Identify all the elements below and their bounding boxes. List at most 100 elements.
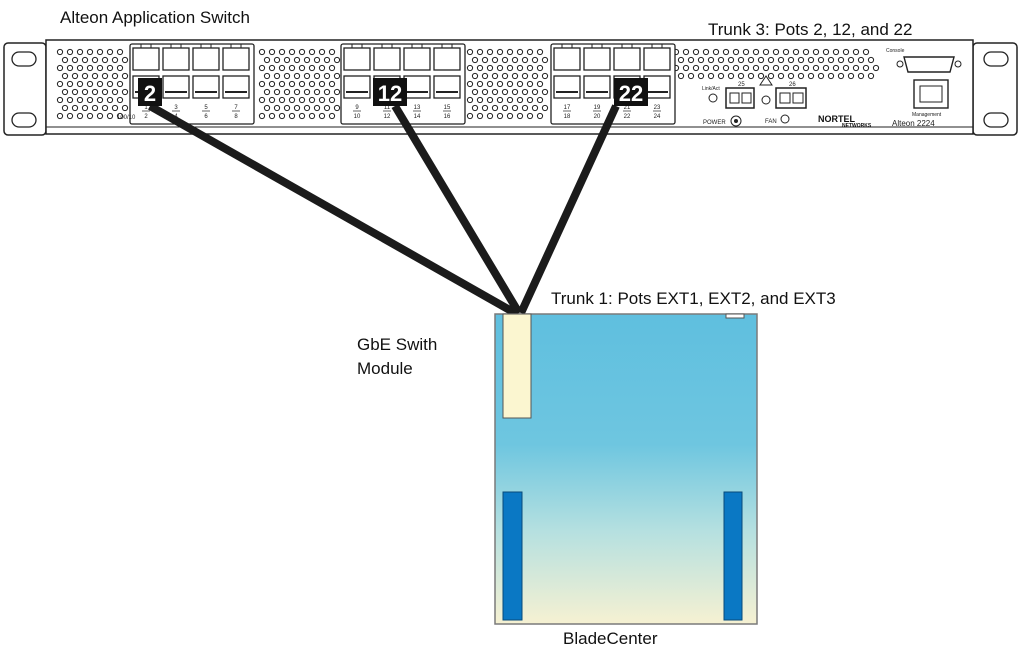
vent-hole-37 (71, 88, 79, 96)
vent-hole-157 (516, 64, 524, 72)
brand-bottom: NETWORKS (842, 123, 872, 129)
vent-hole-86 (318, 64, 326, 72)
vent-hole-181 (521, 88, 529, 96)
vent-hole-235 (747, 56, 755, 64)
vent-hole-35 (116, 80, 124, 88)
vent-hole-163 (501, 72, 509, 80)
vent-hole-5 (96, 48, 104, 56)
vent-hole-41 (111, 88, 119, 96)
model-label: Alteon 2224 (892, 119, 935, 128)
vent-hole-109 (313, 88, 321, 96)
rj45-port-4 (162, 75, 190, 99)
vent-hole-51 (71, 104, 79, 112)
port-callout-2: 2 (144, 81, 156, 106)
vent-hole-217 (762, 48, 770, 56)
vent-hole-263 (822, 64, 830, 72)
vent-hole-262 (812, 64, 820, 72)
vent-hole-247 (867, 56, 875, 64)
bladecenter-chassis (494, 313, 758, 625)
vent-hole-172 (506, 80, 514, 88)
vent-hole-38 (81, 88, 89, 96)
ventilation-holes (56, 48, 880, 120)
vent-hole-124 (303, 104, 311, 112)
vent-hole-145 (481, 56, 489, 64)
vent-hole-166 (531, 72, 539, 80)
vent-hole-233 (727, 56, 735, 64)
vent-hole-264 (832, 64, 840, 72)
rj45-port-9 (343, 47, 371, 71)
vent-hole-132 (298, 112, 306, 120)
vent-hole-189 (516, 96, 524, 104)
vent-hole-58 (66, 112, 74, 120)
vent-hole-60 (86, 112, 94, 120)
vent-hole-81 (268, 64, 276, 72)
vent-hole-282 (807, 72, 815, 80)
vent-hole-149 (521, 56, 529, 64)
vent-hole-116 (298, 96, 306, 104)
module-label-line2: Module (357, 359, 413, 378)
vent-hole-128 (258, 112, 266, 120)
vent-hole-237 (767, 56, 775, 64)
vent-hole-64 (258, 48, 266, 56)
vent-hole-229 (687, 56, 695, 64)
vent-hole-250 (692, 64, 700, 72)
vent-hole-155 (496, 64, 504, 72)
vent-hole-20 (106, 64, 114, 72)
vent-hole-46 (86, 96, 94, 104)
vent-hole-139 (496, 48, 504, 56)
vent-hole-4 (86, 48, 94, 56)
vent-hole-129 (268, 112, 276, 120)
vent-hole-73 (273, 56, 281, 64)
vent-hole-205 (516, 112, 524, 120)
vent-hole-226 (852, 48, 860, 56)
rj45-port-17 (553, 47, 581, 71)
vent-hole-17 (76, 64, 84, 72)
vent-hole-53 (91, 104, 99, 112)
vent-hole-49 (116, 96, 124, 104)
vent-hole-125 (313, 104, 321, 112)
vent-hole-180 (511, 88, 519, 96)
vent-hole-71 (328, 48, 336, 56)
vent-hole-234 (737, 56, 745, 64)
power-label: POWER (703, 120, 726, 126)
vent-hole-63 (116, 112, 124, 120)
vent-hole-34 (106, 80, 114, 88)
vent-hole-21 (116, 64, 124, 72)
vent-hole-147 (501, 56, 509, 64)
vent-hole-80 (258, 64, 266, 72)
vent-hole-94 (323, 72, 331, 80)
rj45-tab-3 (170, 43, 182, 48)
vent-hole-162 (491, 72, 499, 80)
vent-hole-159 (536, 64, 544, 72)
rack-hole-bottom-left (11, 112, 37, 128)
vent-hole-24 (81, 72, 89, 80)
vent-hole-10 (81, 56, 89, 64)
rj45-tab-1 (140, 43, 152, 48)
vent-hole-11 (91, 56, 99, 64)
vent-hole-186 (486, 96, 494, 104)
vent-hole-218 (772, 48, 780, 56)
vent-hole-228 (677, 56, 685, 64)
vent-hole-169 (476, 80, 484, 88)
vent-hole-244 (837, 56, 845, 64)
vent-hole-220 (792, 48, 800, 56)
vent-hole-56 (121, 104, 129, 112)
vent-hole-215 (742, 48, 750, 56)
vent-hole-75 (293, 56, 301, 64)
rj45-port-21 (613, 47, 641, 71)
vent-hole-62 (106, 112, 114, 120)
vent-hole-252 (712, 64, 720, 72)
vent-hole-238 (777, 56, 785, 64)
rj45-port-15 (433, 47, 461, 71)
vent-hole-66 (278, 48, 286, 56)
port-callout-12: 12 (378, 81, 402, 106)
port-number-top-10: 19 (594, 105, 601, 111)
vent-hole-284 (827, 72, 835, 80)
port-number-top-11: 21 (624, 105, 631, 111)
rj45-tab-21 (621, 43, 633, 48)
vent-hole-187 (496, 96, 504, 104)
rj45-tab-9 (351, 43, 363, 48)
vent-hole-143 (536, 48, 544, 56)
vent-hole-168 (466, 80, 474, 88)
vent-hole-99 (288, 80, 296, 88)
